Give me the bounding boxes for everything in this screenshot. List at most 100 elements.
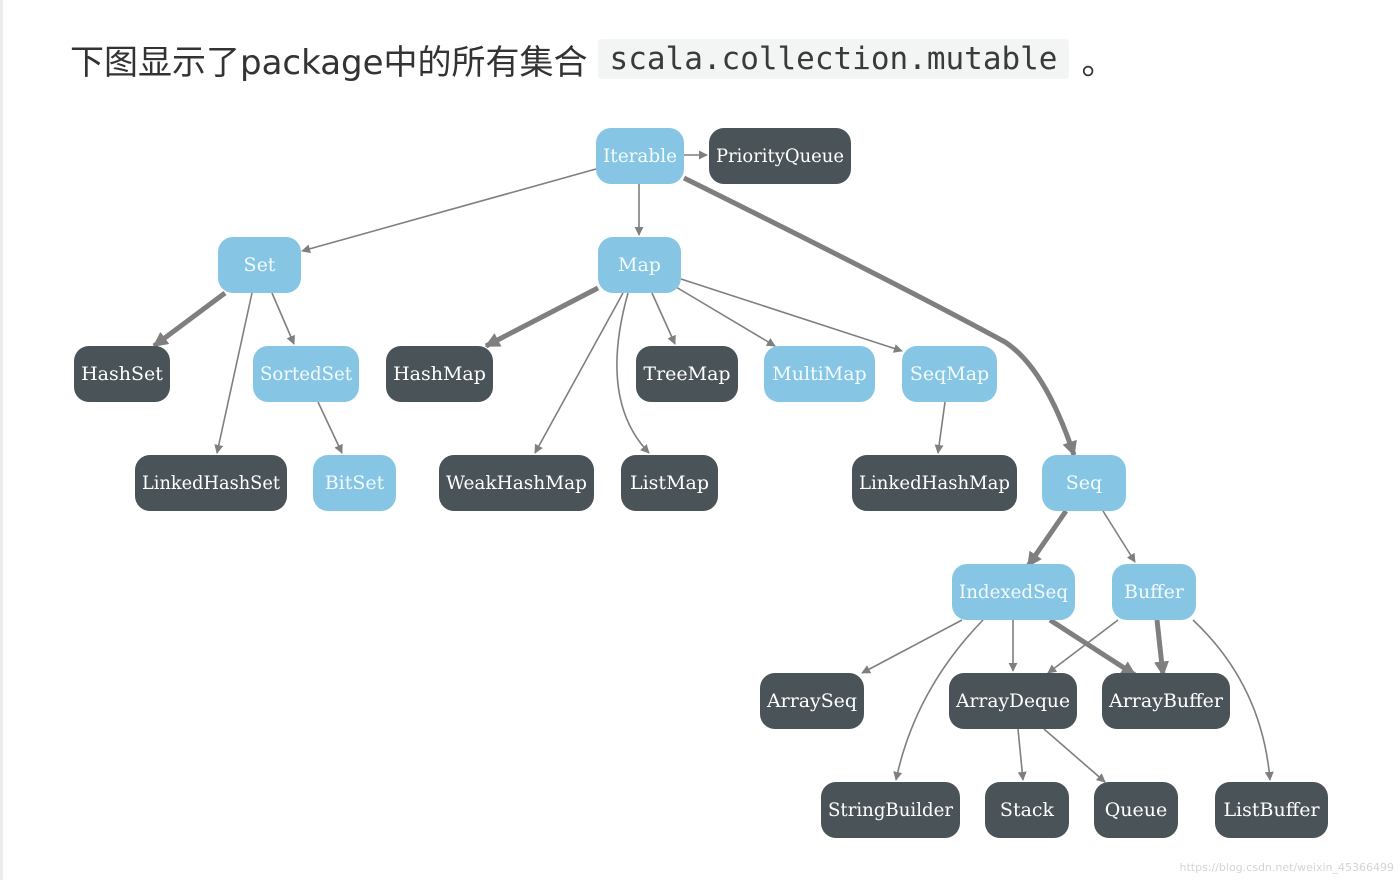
node-weakhashmap: WeakHashMap [439,455,594,511]
node-label-stack: Stack [1000,799,1055,821]
node-label-arraydeque: ArrayDeque [955,690,1070,712]
edge-indexedseq-to-arrayseq [861,619,963,674]
node-listbuffer: ListBuffer [1215,782,1328,838]
node-seq: Seq [1042,455,1126,511]
node-linkedhashset: LinkedHashSet [135,455,287,511]
node-bitset: BitSet [313,455,396,511]
edge-map-to-hashmap [484,285,600,349]
node-label-map: Map [618,254,661,276]
node-label-indexedseq: IndexedSeq [959,581,1068,603]
heading-text: 下图显示了package中的所有集合 [70,42,588,83]
edge-seqmap-to-linkedhashmap [934,401,946,454]
node-box-arrayseq [760,673,864,729]
node-stringbuilder: StringBuilder [821,782,960,838]
node-box-multimap [764,346,875,402]
edge-seq-to-indexedseq [1025,509,1069,568]
page-left-border [0,0,3,880]
node-treemap: TreeMap [636,346,738,402]
node-box-hashmap [386,346,493,402]
edge-buffer-to-arraydeque [1047,619,1119,674]
node-label-buffer: Buffer [1124,581,1185,603]
edge-indexedseq-to-stringbuilder [893,619,984,781]
node-box-listmap [621,455,718,511]
node-listmap: ListMap [621,455,718,511]
watermark-url: https://blog.csdn.net/weixin_45366499 [1179,861,1394,874]
edge-indexedseq-to-arraybuffer [1048,617,1137,678]
node-box-stringbuilder [821,782,960,838]
node-map: Map [598,237,681,293]
node-label-listbuffer: ListBuffer [1223,799,1320,821]
node-label-seqmap: SeqMap [910,363,989,385]
node-box-listbuffer [1215,782,1328,838]
node-label-treemap: TreeMap [643,363,730,385]
node-box-seq [1042,455,1126,511]
node-box-iterable [596,128,684,184]
edge-set-to-hashset [152,290,227,349]
node-multimap: MultiMap [764,346,875,402]
edge-map-to-treemap [651,292,676,345]
node-arrayseq: ArraySeq [760,673,864,729]
node-indexedseq: IndexedSeq [952,564,1075,620]
node-box-priorityqueue [709,128,851,184]
node-box-queue [1094,782,1178,838]
node-label-hashset: HashSet [81,363,163,385]
node-box-arraydeque [949,673,1077,729]
node-box-set [218,237,301,293]
edge-set-to-sortedset [271,292,295,345]
node-label-multimap: MultiMap [772,363,866,385]
node-label-seq: Seq [1066,472,1102,494]
node-box-indexedseq [952,564,1075,620]
node-box-treemap [636,346,738,402]
node-priorityqueue: PriorityQueue [709,128,851,184]
node-label-hashmap: HashMap [393,363,486,385]
node-box-linkedhashset [135,455,287,511]
node-box-seqmap [902,346,997,402]
edge-map-to-seqmap [680,278,903,353]
edge-map-to-weakhashmap [534,292,624,454]
node-label-set: Set [244,254,276,276]
node-label-arrayseq: ArraySeq [766,690,857,712]
edge-arraydeque-to-stack [1017,728,1027,781]
node-buffer: Buffer [1112,564,1196,620]
node-label-bitset: BitSet [325,472,385,494]
node-box-buffer [1112,564,1196,620]
node-label-queue: Queue [1105,799,1168,821]
node-box-bitset [313,455,396,511]
node-label-iterable: Iterable [603,145,677,167]
edge-iterable-to-set [301,168,597,254]
node-label-arraybuffer: ArrayBuffer [1108,690,1224,712]
node-label-weakhashmap: WeakHashMap [446,472,587,494]
page-heading: 下图显示了package中的所有集合 scala.collection.muta… [70,34,1115,84]
edge-sortedset-to-bitset [317,401,343,454]
node-label-sortedset: SortedSet [260,363,352,385]
node-set: Set [218,237,301,293]
node-label-linkedhashset: LinkedHashSet [142,472,280,494]
node-label-linkedhashmap: LinkedHashMap [859,472,1010,494]
node-stack: Stack [985,782,1069,838]
node-iterable: Iterable [596,128,684,184]
node-sortedset: SortedSet [253,346,359,402]
node-box-sortedset [253,346,359,402]
node-box-map [598,237,681,293]
edge-arraydeque-to-queue [1043,728,1106,783]
node-arraydeque: ArrayDeque [949,673,1077,729]
node-seqmap: SeqMap [902,346,997,402]
node-label-stringbuilder: StringBuilder [828,799,954,821]
node-queue: Queue [1094,782,1178,838]
node-box-weakhashmap [439,455,594,511]
edge-iterable-to-seq [682,175,1077,457]
edge-seq-to-buffer [1102,510,1136,563]
edge-map-to-multimap [675,286,776,347]
edge-set-to-linkedhashset [214,292,253,454]
edges-layer [152,150,1274,783]
node-linkedhashmap: LinkedHashMap [852,455,1017,511]
edge-buffer-to-arraybuffer [1154,619,1169,677]
node-hashset: HashSet [74,346,170,402]
node-arraybuffer: ArrayBuffer [1102,673,1230,729]
heading-package-code: scala.collection.mutable [597,39,1070,79]
node-label-priorityqueue: PriorityQueue [716,145,844,167]
node-box-hashset [74,346,170,402]
node-box-stack [985,782,1069,838]
